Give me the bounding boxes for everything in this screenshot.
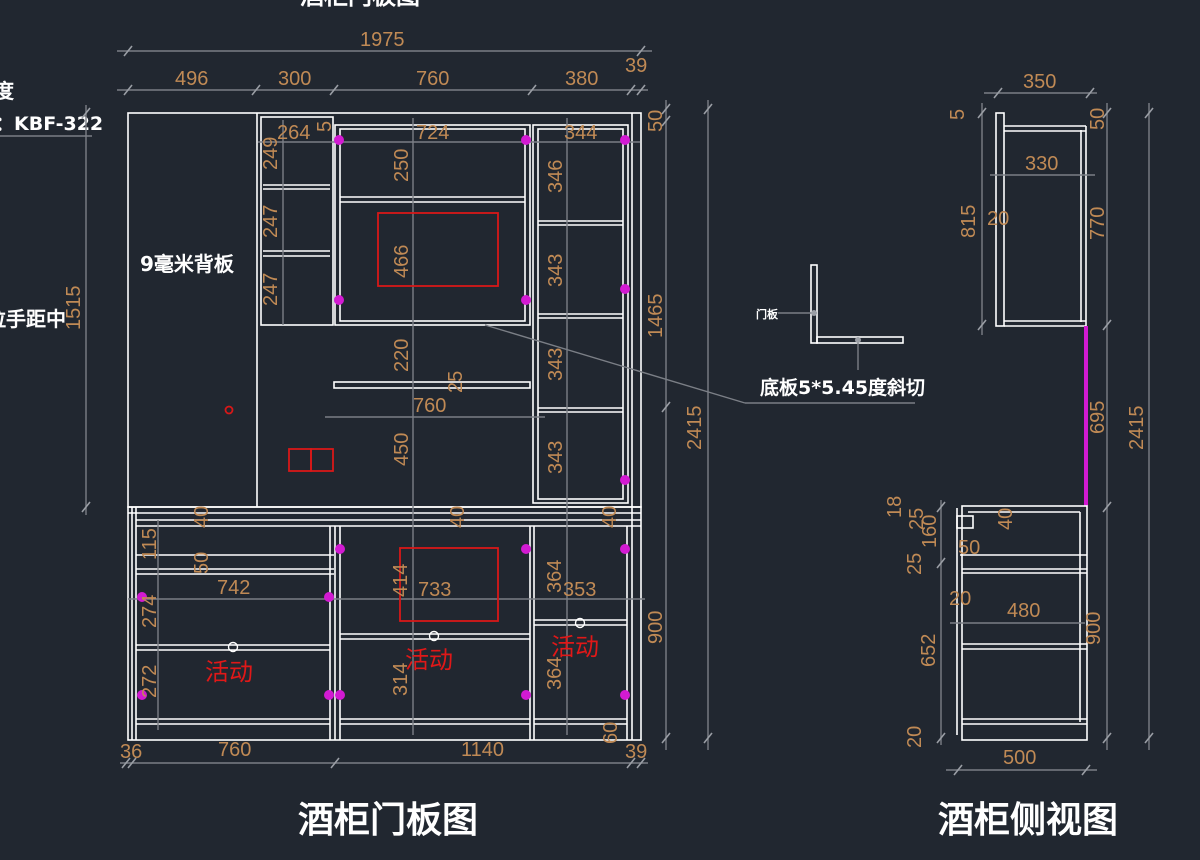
dim-top-seg-2: 300 <box>278 68 311 90</box>
dimension-label: 314 <box>390 663 412 696</box>
dimension-label: 25 <box>906 508 928 530</box>
dimension-label: 40 <box>995 508 1017 530</box>
dimension-label: 40 <box>447 506 469 528</box>
dimension-label: 815 <box>958 205 980 238</box>
dimension-label: 50 <box>191 552 213 574</box>
dimension-label: 364 <box>544 657 566 690</box>
dim-overall-width: 1975 <box>360 29 405 51</box>
dimension-label: 115 <box>139 528 161 560</box>
vertical-dims: 5 249 247 247 250 466 220 25 450 346 343… <box>139 121 622 744</box>
dim-top-seg-1: 496 <box>175 68 208 90</box>
dimension-label: 450 <box>391 433 413 466</box>
dim-264: 264 <box>277 122 310 144</box>
dimension-label: 247 <box>260 273 282 306</box>
side-dim-20: 20 <box>987 208 1009 230</box>
side-cabinet: 350 330 <box>936 71 1154 776</box>
side-vertical-dims: 5 50 815 20 770 695 2415 18 25 160 40 50… <box>884 108 1148 769</box>
dimension-label: 50 <box>1087 108 1109 130</box>
side-dim-350: 350 <box>1023 71 1056 93</box>
dimension-label: 5 <box>947 109 969 120</box>
dimension-label: 249 <box>260 137 282 170</box>
inner-dimension-lines <box>128 118 915 735</box>
dimension-label: 346 <box>545 160 567 193</box>
dimension-label: 414 <box>390 564 412 597</box>
upper-cutout-marker <box>377 212 499 287</box>
dimension-label: 160 <box>919 515 941 548</box>
dim-bottom-39: 39 <box>625 741 647 763</box>
bottom-dimensions: 36 760 1140 39 <box>120 739 648 769</box>
left-note-2: 号：KBF-322 <box>0 113 103 135</box>
side-dim-480: 480 <box>1007 600 1040 622</box>
dim-724: 724 <box>416 122 449 144</box>
dim-bottom-1140: 1140 <box>461 739 504 761</box>
dimension-label: 272 <box>139 665 161 698</box>
dimension-label: 770 <box>1087 207 1109 240</box>
dimension-label: 18 <box>884 496 906 518</box>
movable-label-3: 活动 <box>551 633 599 661</box>
dimension-label: 60 <box>600 722 622 744</box>
dimension-label: 343 <box>545 441 567 474</box>
bevel-note: 底板5*5.45度斜切 <box>760 376 925 399</box>
dimension-label: 466 <box>391 245 413 278</box>
top-dimensions: 1975 496 300 760 380 39 <box>117 29 652 96</box>
dim-right-2415: 2415 <box>684 406 706 451</box>
dimension-label: 5 <box>314 121 336 132</box>
wall-gap-marker <box>1084 326 1088 506</box>
side-dim-500: 500 <box>1003 747 1036 769</box>
dimension-label: 20 <box>904 726 926 748</box>
dim-right-900: 900 <box>645 611 667 644</box>
dim-353: 353 <box>563 579 596 601</box>
socket-icon-left <box>288 448 312 472</box>
dimension-label: 220 <box>391 339 413 372</box>
dim-right-50: 50 <box>645 110 667 132</box>
movable-label-2: 活动 <box>405 646 453 674</box>
hinge-markers <box>137 135 630 700</box>
pin-marker-3 <box>574 617 586 629</box>
dim-bottom-760: 760 <box>218 739 251 761</box>
dimension-label: 900 <box>1083 612 1105 645</box>
dimension-label: 652 <box>918 634 940 667</box>
dimension-label: 343 <box>545 348 567 381</box>
front-cabinet <box>127 112 642 741</box>
dim-344: 344 <box>564 122 597 144</box>
dimension-label: 25 <box>445 371 467 393</box>
dimension-label: 343 <box>545 254 567 287</box>
dimension-label: 25 <box>904 553 926 575</box>
dim-760-inner: 760 <box>413 395 446 417</box>
dimension-label: 247 <box>260 205 282 238</box>
dimension-label: 364 <box>544 560 566 593</box>
dim-top-seg-5: 39 <box>625 55 647 77</box>
movable-label-1: 活动 <box>205 658 253 686</box>
door-label: 门板 <box>756 307 779 321</box>
dim-top-seg-4: 380 <box>565 68 598 90</box>
left-note-1: 度 <box>0 79 15 103</box>
dimension-label: 40 <box>599 506 621 528</box>
dimension-label: 274 <box>139 595 161 628</box>
dim-top-seg-3: 760 <box>416 68 449 90</box>
dim-left-1515: 1515 <box>63 286 85 331</box>
bevel-detail: 门板 底板5*5.45度斜切 <box>756 264 925 399</box>
dimension-label: 250 <box>391 149 413 182</box>
pin-marker-2 <box>428 630 440 642</box>
dim-bottom-36: 36 <box>120 741 142 763</box>
partial-title: 酒柜门板图 <box>300 0 420 10</box>
side-dim-50: 50 <box>958 537 980 559</box>
dimension-label: 2415 <box>1126 406 1148 451</box>
front-view-title: 酒柜门板图 <box>298 800 478 841</box>
lower-cutout-marker <box>399 547 499 622</box>
dimension-label: 40 <box>191 506 213 528</box>
side-view-title: 酒柜侧视图 <box>938 800 1118 841</box>
dim-right-1465: 1465 <box>645 294 667 339</box>
side-dim-20b: 20 <box>949 588 971 610</box>
socket-icon-right <box>310 448 334 472</box>
side-dim-330: 330 <box>1025 153 1058 175</box>
red-hole-marker <box>224 405 234 415</box>
back-panel-label: 9毫米背板 <box>140 252 235 276</box>
dim-733: 733 <box>418 579 451 601</box>
dimension-label: 695 <box>1087 401 1109 434</box>
left-note-3: 拉手距中 <box>0 307 66 331</box>
side-dimensions: 1515 50 1465 900 2415 <box>63 100 713 750</box>
dim-742: 742 <box>217 577 250 599</box>
pin-marker-1 <box>227 641 239 653</box>
